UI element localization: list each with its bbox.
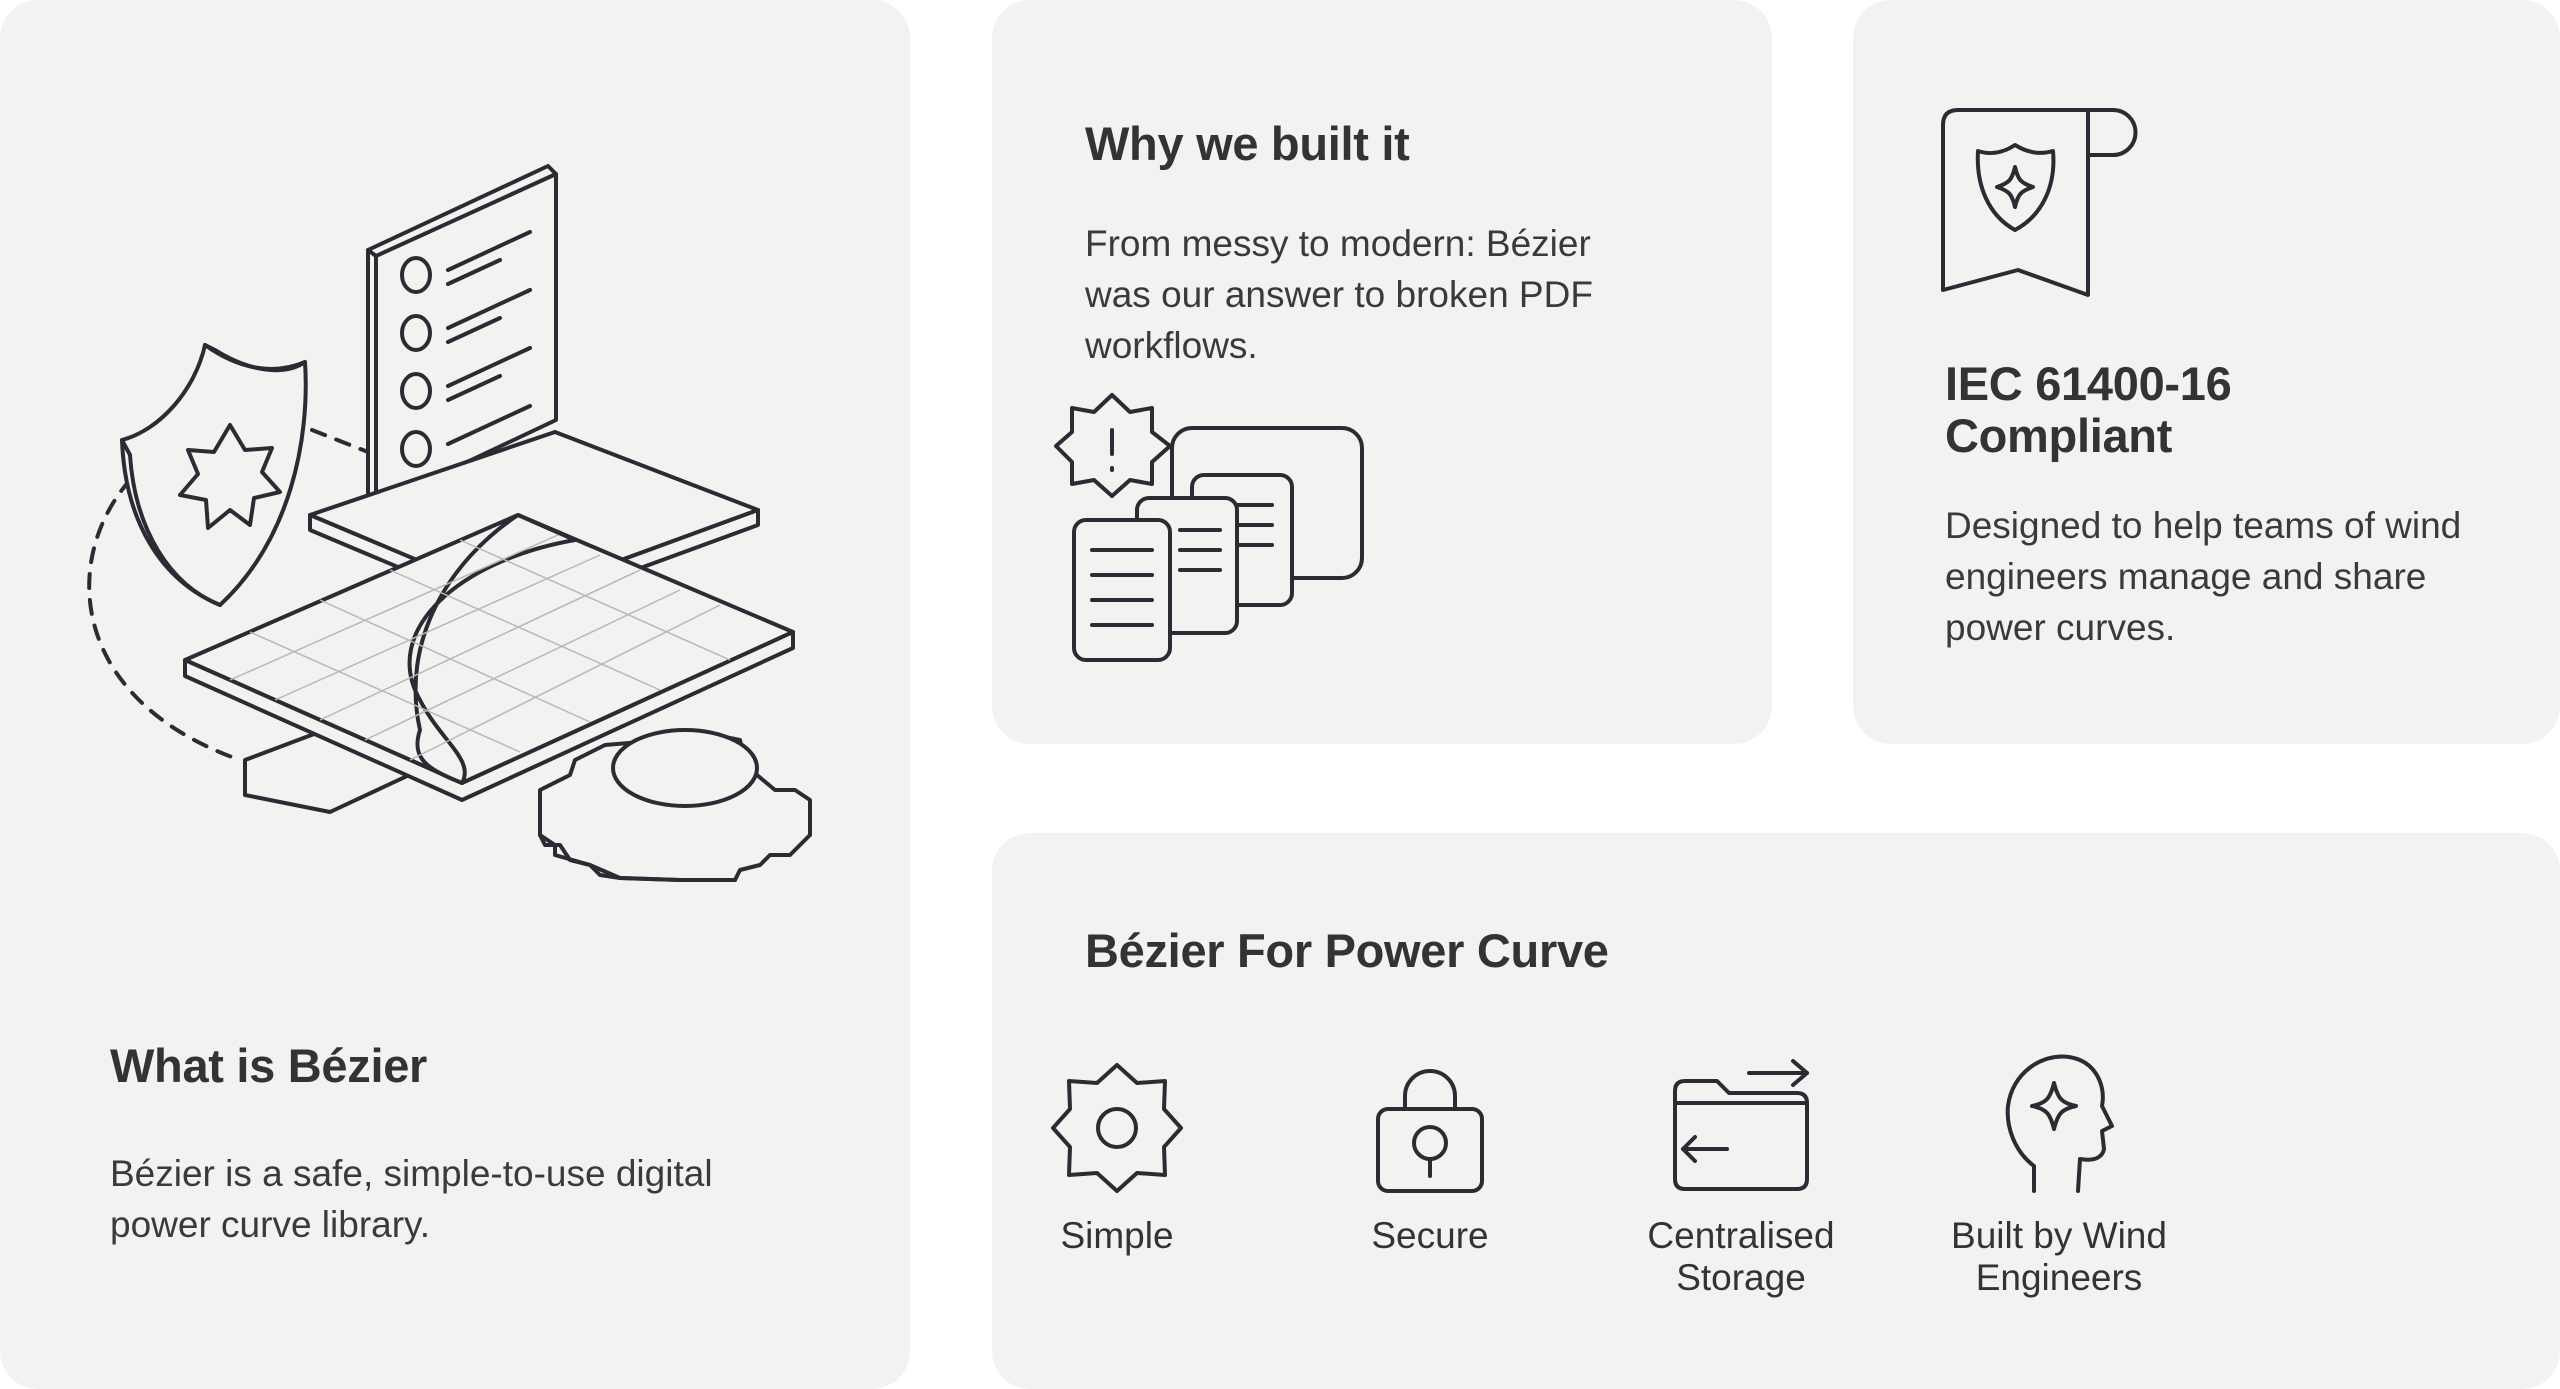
folder-transfer-icon	[1673, 1059, 1809, 1191]
feature-secure: Secure	[1300, 1061, 1560, 1257]
card-body: Bézier is a safe, simple-to-use digital …	[110, 1153, 713, 1245]
card-title: Bézier For Power Curve	[1085, 924, 1609, 977]
checklist-document	[366, 164, 558, 507]
iec-compliant-card: IEC 61400-16 Compliant Designed to help …	[1853, 0, 2560, 744]
feature-label: Centralised Storage	[1647, 1215, 1835, 1298]
isometric-illustration	[87, 164, 812, 882]
feature-label: Secure	[1371, 1215, 1489, 1256]
head-sparkle-icon	[2005, 1054, 2114, 1193]
card-body: Designed to help teams of wind engineers…	[1945, 505, 2462, 648]
feature-simple: Simple	[987, 1061, 1247, 1257]
front-platform	[183, 513, 795, 814]
gear	[538, 728, 812, 882]
feature-built-by-wind-engineers: Built by Wind Engineers	[1929, 1051, 2189, 1299]
card-title: Why we built it	[1085, 117, 1410, 170]
gear-icon	[1051, 1063, 1183, 1193]
stacked-documents-warning-icon	[1054, 393, 1364, 662]
what-is-bezier-card: What is Bézier Bézier is a safe, simple-…	[0, 0, 910, 1389]
certificate-shield-icon	[1941, 108, 2138, 297]
feature-centralised-storage: Centralised Storage	[1611, 1059, 1871, 1299]
power-curve-card: Bézier For Power Curve Simple Secure Cen…	[992, 833, 2560, 1389]
why-we-built-it-card: Why we built it From messy to modern: Bé…	[992, 0, 1772, 744]
feature-label: Built by Wind Engineers	[1951, 1215, 2167, 1298]
shield-with-star	[120, 343, 308, 607]
feature-label: Simple	[1060, 1215, 1174, 1256]
card-title: What is Bézier	[110, 1039, 428, 1092]
card-body: From messy to modern: Bézier was our ans…	[1085, 223, 1593, 366]
card-title: IEC 61400-16 Compliant	[1945, 357, 2232, 462]
padlock-icon	[1376, 1069, 1484, 1193]
dashed-connector	[87, 478, 242, 762]
